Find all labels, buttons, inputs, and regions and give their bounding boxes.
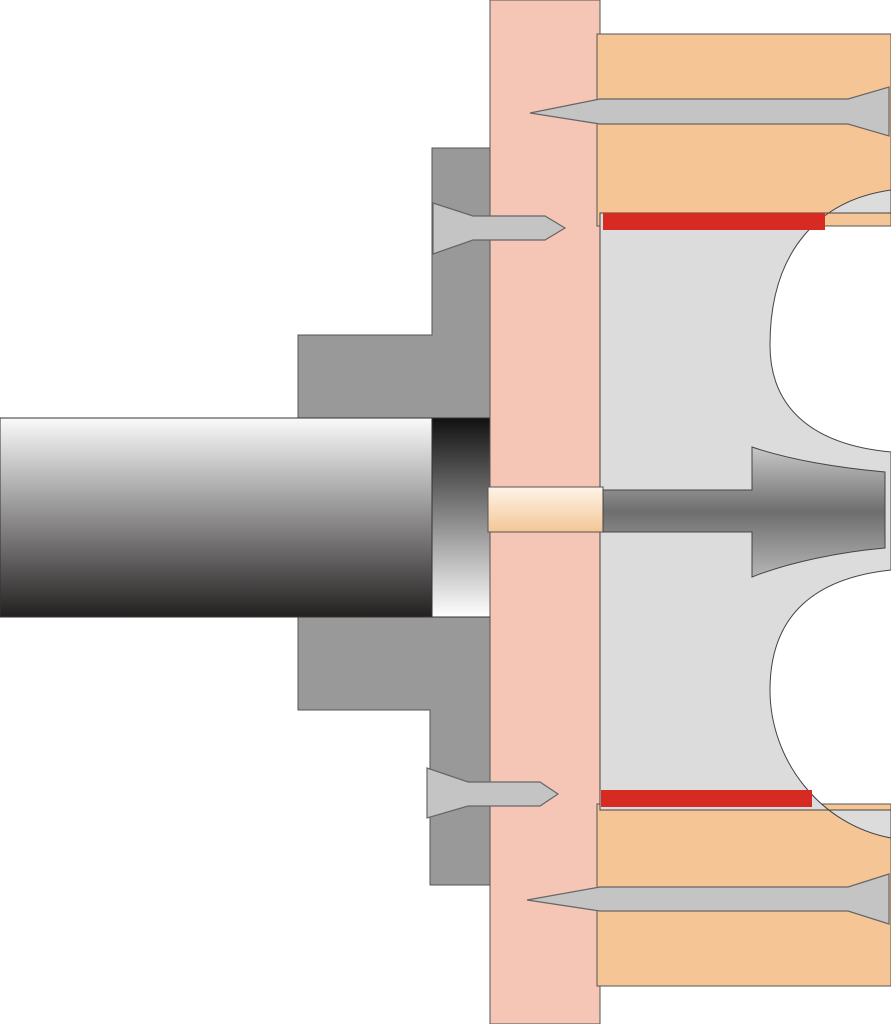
upper-long-nail-icon: [529, 86, 890, 137]
upper-wood-block: [596, 33, 891, 227]
lower-short-nail-icon: [426, 767, 560, 819]
lower-seal-strip: [601, 790, 812, 807]
upper-seal-strip: [603, 213, 825, 230]
flared-plunger: [602, 446, 886, 578]
upper-short-nail-icon: [432, 202, 567, 255]
rod-collar: [431, 417, 491, 618]
rod: [0, 417, 433, 618]
lower-long-nail-icon: [526, 873, 890, 925]
sleeve-bushing: [487, 486, 604, 533]
